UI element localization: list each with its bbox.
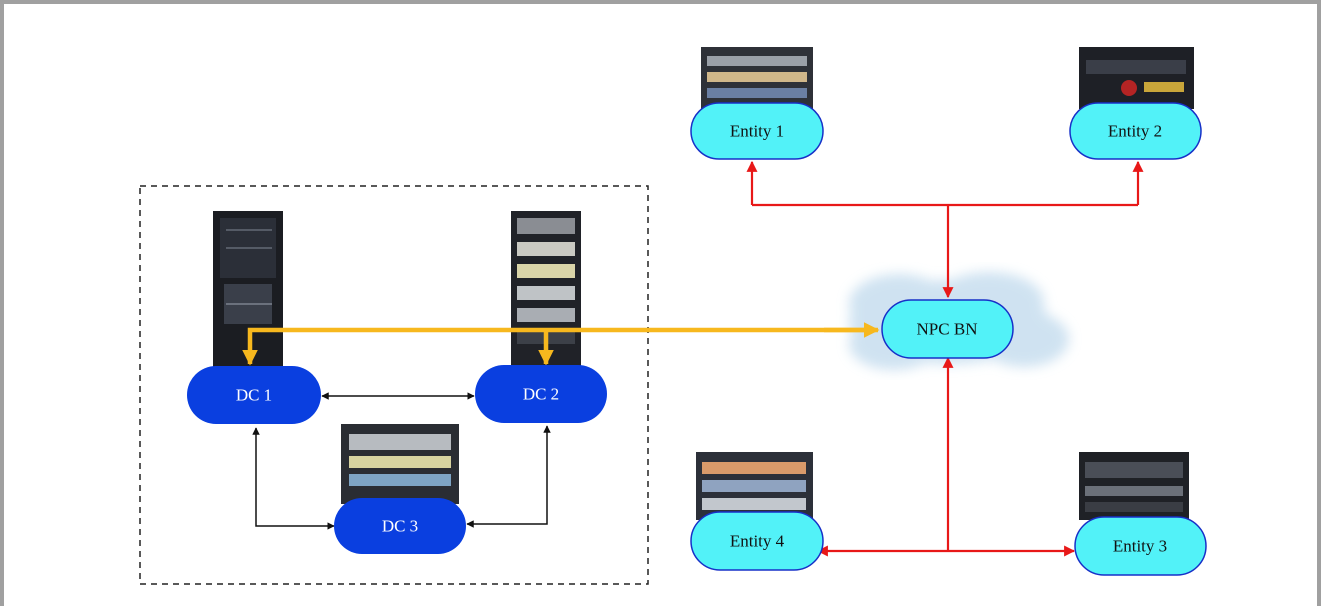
entity4-image bbox=[696, 452, 813, 520]
entity3-node[interactable]: Entity 3 bbox=[1074, 516, 1207, 576]
dc3-label: DC 3 bbox=[382, 517, 418, 536]
dc3-node[interactable]: DC 3 bbox=[334, 498, 466, 554]
entity4-node[interactable]: Entity 4 bbox=[690, 511, 824, 571]
dc3-rack-image bbox=[341, 424, 459, 504]
entity1-label: Entity 1 bbox=[730, 122, 784, 141]
dc1-node[interactable]: DC 1 bbox=[187, 366, 321, 424]
red-links bbox=[746, 160, 1144, 557]
network-diagram: DC 1 DC 2 DC 3 NPC BN Entity 1 Entity 2 … bbox=[139, 47, 1207, 585]
dc1-rack-image bbox=[213, 211, 283, 371]
yellow-links bbox=[242, 322, 880, 366]
dc1-label: DC 1 bbox=[236, 386, 272, 405]
entity3-label: Entity 3 bbox=[1113, 537, 1167, 556]
entity1-image bbox=[701, 47, 813, 109]
entity2-node[interactable]: Entity 2 bbox=[1069, 102, 1202, 160]
link-dc1-backbone bbox=[242, 327, 874, 366]
black-links bbox=[252, 392, 551, 530]
entity1-node[interactable]: Entity 1 bbox=[690, 102, 824, 160]
npc-bn-label: NPC BN bbox=[917, 320, 978, 339]
dc2-label: DC 2 bbox=[523, 385, 559, 404]
entity2-label: Entity 2 bbox=[1108, 122, 1162, 141]
dc2-node[interactable]: DC 2 bbox=[475, 365, 607, 423]
entity3-image bbox=[1079, 452, 1189, 520]
link-dc1-dc3 bbox=[252, 427, 335, 530]
link-dc2-dc3 bbox=[466, 425, 551, 528]
entity2-image bbox=[1079, 47, 1194, 109]
entity4-label: Entity 4 bbox=[730, 532, 785, 551]
datacenter-boundary bbox=[139, 185, 649, 585]
npc-bn-node[interactable]: NPC BN bbox=[881, 299, 1014, 359]
